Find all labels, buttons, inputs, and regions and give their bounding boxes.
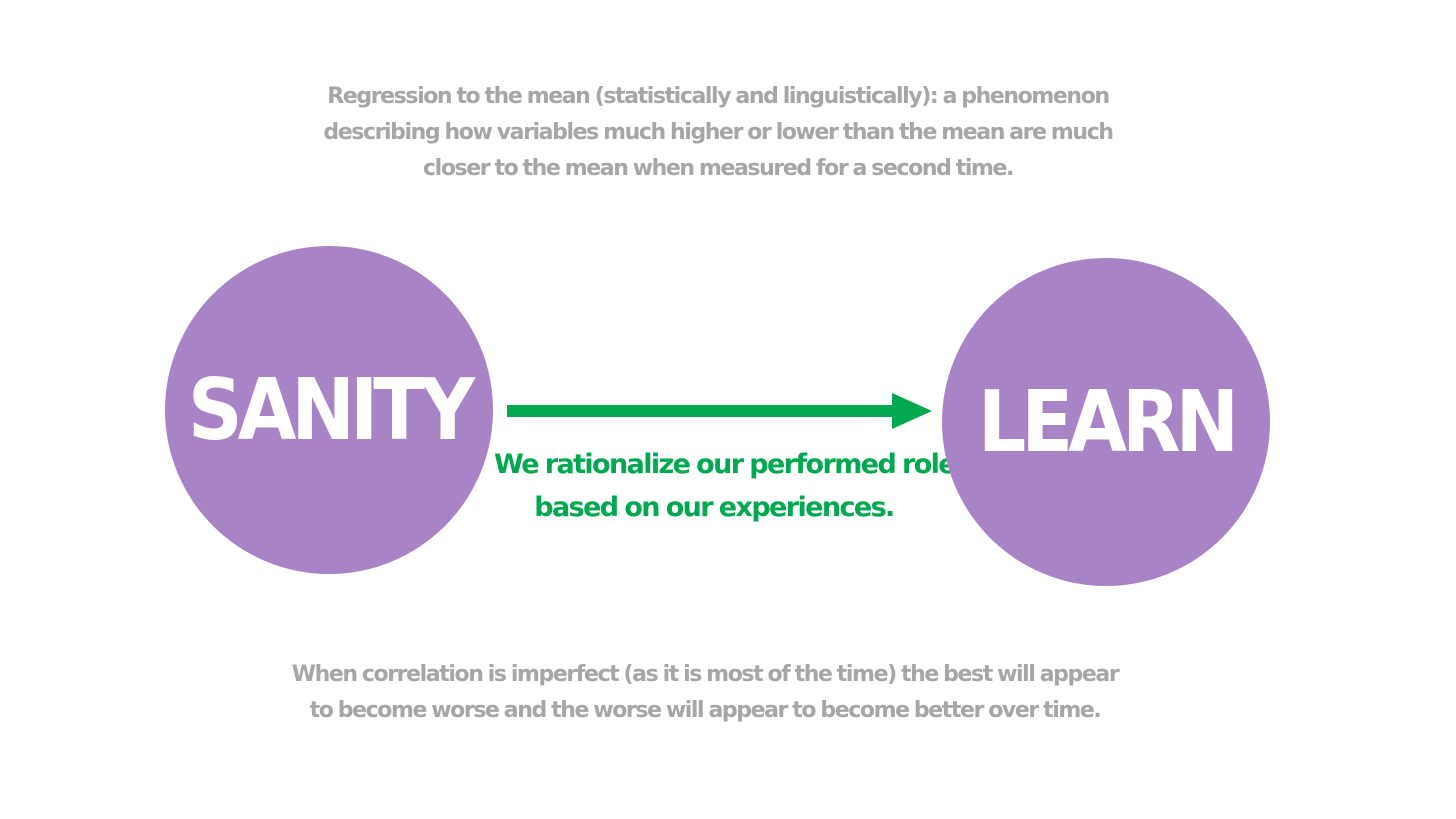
regression-definition-line-3: closer to the mean when measured for a s…: [423, 156, 1014, 181]
learn-node-label: LEARN: [977, 371, 1239, 472]
regression-definition-line-2: describing how variables much higher or …: [323, 120, 1114, 145]
arrow-caption-line-1: We rationalize our performed roles: [494, 449, 971, 480]
arrow-head: [892, 393, 932, 429]
sanity-node-label: SANITY: [187, 359, 475, 460]
correlation-note: When correlation is imperfect (as it is …: [280, 657, 1130, 729]
sanity-node: SANITY: [165, 246, 493, 574]
correlation-note-line-2: to become worse and the worse will appea…: [309, 698, 1102, 723]
learn-node: LEARN: [942, 258, 1270, 586]
regression-definition-line-1: Regression to the mean (statistically an…: [327, 84, 1110, 109]
correlation-note-line-1: When correlation is imperfect (as it is …: [291, 662, 1120, 687]
arrow-shaft: [507, 405, 897, 417]
regression-definition: Regression to the mean (statistically an…: [300, 79, 1136, 187]
arrow-right-icon: [507, 393, 932, 429]
arrow-caption-line-2: based on our experiences.: [534, 492, 895, 523]
arrow-caption: We rationalize our performed roles based…: [494, 443, 971, 529]
